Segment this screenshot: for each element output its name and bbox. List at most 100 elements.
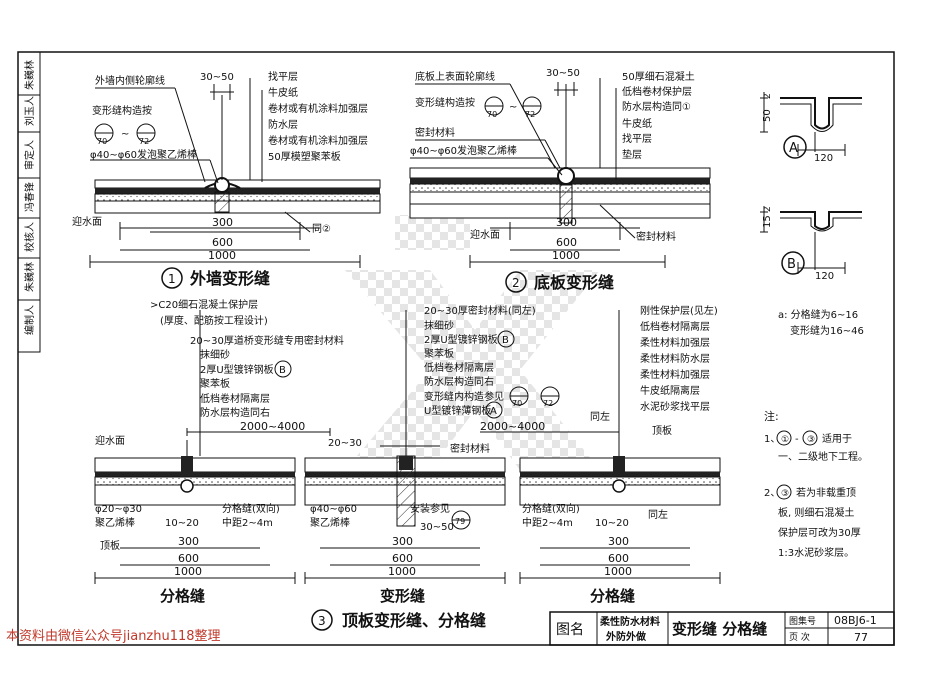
f1-dim-300: 300 [212, 216, 233, 229]
f1-same-note: 同② [312, 223, 331, 235]
f2-label-3: φ40~φ60发泡聚乙烯棒 [410, 144, 517, 157]
f1-right-2: 卷材或有机涂料加强层 [268, 102, 368, 115]
note2-l2: 板, 则细石混凝土 [778, 506, 854, 519]
note1-circle-1 [776, 430, 792, 446]
figure-1 [89, 78, 381, 289]
f3-right-0: 刚性保护层(见左) [640, 304, 718, 317]
f3-ref-b: 72 [543, 399, 553, 408]
detail-a-dim-w: 120 [814, 153, 833, 164]
f3-sub-left: 分格缝 [160, 587, 205, 605]
f1-label-1: 变形缝构造按 [92, 104, 152, 117]
f3-l-dim-1000: 1000 [174, 565, 202, 578]
note2-l3: 保护层可改为30厚 [778, 526, 861, 539]
tb-page-label: 页 次 [789, 631, 810, 643]
f1-right-4: 卷材或有机涂料加强层 [268, 134, 368, 147]
detail-b-dim-h: 15 [762, 215, 773, 228]
f2-title-num: 2 [512, 276, 520, 290]
f2-ref-a: 70 [487, 110, 497, 119]
f3-ref-a: 70 [512, 399, 522, 408]
f3-m-dim-1000: 1000 [388, 565, 416, 578]
detail-b [760, 206, 862, 275]
stamp-5: 刘玉人 [24, 96, 36, 126]
note1-dash: - [795, 434, 799, 445]
f1-label-2: φ40~φ60发泡聚乙烯棒 [90, 148, 197, 161]
f2-label-0: 底板上表面轮廓线 [415, 70, 495, 83]
f1-ref-dash: ~ [121, 129, 129, 140]
f3-circle-b-left [274, 360, 292, 378]
f3-same-left: 同左 [590, 410, 610, 423]
note1-num: 1、 [764, 434, 780, 445]
f3-rod-mid-0: φ40~φ60 [310, 504, 357, 515]
f1-title-num: 1 [168, 272, 176, 286]
f3-rod-left-1: 聚乙烯棒 [95, 516, 135, 529]
f3-circ-a-mid: A [490, 406, 497, 417]
f3-water-face: 迎水面 [95, 435, 125, 447]
f3-same-right: 同左 [648, 508, 668, 521]
f3-span-1: 2000~4000 [240, 420, 305, 433]
figure-3-mid [304, 310, 506, 584]
f2-right-3: 牛皮纸 [622, 117, 652, 130]
f3-l-dim-600: 600 [178, 552, 199, 565]
f3-title-circle [311, 609, 333, 631]
detail-b-dim-t: 2 [763, 206, 773, 212]
f2-ref-b: 72 [525, 110, 535, 119]
f1-water-face: 迎水面 [72, 216, 102, 228]
f3-right-2: 柔性材料加强层 [640, 336, 710, 349]
f3-left-6: 低档卷材隔离层 [200, 392, 270, 405]
f2-label-1: 变形缝构造按 [415, 96, 475, 109]
f2-dim-top: 30~50 [546, 68, 580, 79]
f3-w3: 10~20 [595, 518, 629, 529]
f3-title: 顶板变形缝、分格缝 [342, 611, 486, 630]
f3-mid-7: U型镀锌薄钢板 [424, 404, 491, 417]
detail-a-dim-t: 2 [763, 93, 773, 99]
stamp-2: 校核人 [23, 222, 36, 252]
f2-right-5: 垫层 [622, 148, 642, 161]
stamp-4: 审定人 [23, 140, 36, 170]
f3-gap-dim: 20~30 [328, 438, 362, 449]
f1-right-0: 找平层 [268, 70, 298, 83]
detail-b-dim-w: 120 [815, 271, 834, 282]
note1-c3: ③ [807, 435, 815, 445]
f3-r-dim-600: 600 [608, 552, 629, 565]
f1-dim-top: 30~50 [200, 72, 234, 83]
f3-r-dim-1000: 1000 [604, 565, 632, 578]
f2-water-face: 迎水面 [470, 229, 500, 241]
f3-right-3: 柔性材料防水层 [640, 352, 710, 365]
title-block [549, 611, 895, 646]
notes-title: 注: [764, 409, 779, 423]
f1-title: 外墙变形缝 [189, 269, 270, 288]
detail-b-label: B [787, 257, 796, 272]
f3-mid-5: 防水层构造同右 [424, 375, 494, 388]
f2-ref-circles [484, 96, 542, 116]
f3-span-2: 2000~4000 [480, 420, 545, 433]
f3-circle-b-mid [497, 330, 515, 348]
f3-m-dim-600: 600 [392, 552, 413, 565]
f2-dim-600: 600 [556, 236, 577, 249]
f3-left-2: 20~30厚道桥变形缝专用密封材料 [190, 334, 344, 347]
f1-ref-circles [94, 123, 156, 143]
tb-subtitle-2: 外防外做 [605, 630, 647, 643]
f3-mid-0: 20~30厚密封材料(同左) [424, 304, 536, 317]
f2-title: 底板变形缝 [534, 273, 614, 292]
tb-atlas-value: 08BJ6-1 [834, 614, 877, 627]
f3-right-7: 顶板 [652, 424, 672, 437]
watermark-logo [345, 215, 600, 470]
figure-3-right [480, 310, 721, 584]
f3-right-5: 牛皮纸隔离层 [640, 384, 700, 397]
footer-credit: 本资料由微信公众号jianzhu118整理 [6, 629, 221, 644]
a-note-1: 变形缝为16~46 [790, 324, 864, 337]
f1-dim-600: 600 [212, 236, 233, 249]
f3-sub-right: 分格缝 [590, 587, 635, 605]
f3-title-num: 3 [318, 614, 326, 628]
f3-circle-a-mid [485, 401, 503, 419]
f3-right-1: 低档卷材隔离层 [640, 320, 710, 333]
detail-a-dim-h: 50 [762, 109, 773, 122]
f2-right-2: 防水层构造同① [622, 100, 691, 113]
f3-grid-note-0: 分格缝(双向) [222, 502, 280, 515]
stamp-0: 编制人 [23, 305, 36, 335]
f3-ref-c: 79 [455, 517, 465, 526]
f3-rod-left-0: φ20~φ30 [95, 504, 142, 515]
f2-seal: 密封材料 [636, 230, 676, 243]
note1-circle-3 [802, 430, 818, 446]
f3-roof: 顶板 [100, 539, 120, 552]
